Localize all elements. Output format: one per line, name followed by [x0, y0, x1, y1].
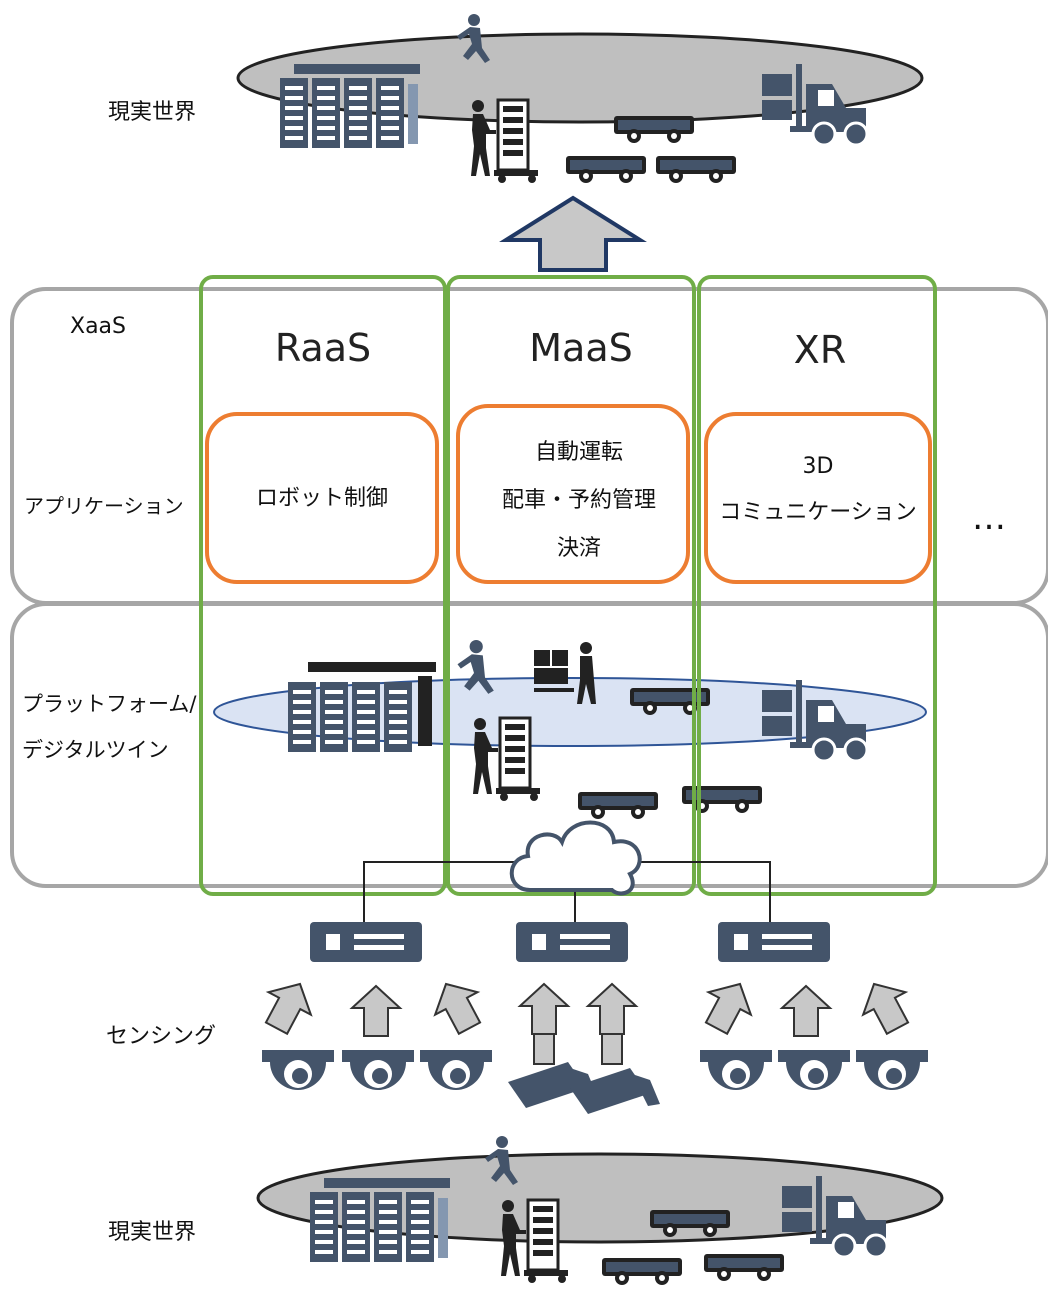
raas-column	[199, 275, 447, 896]
more-ellipsis: …	[972, 498, 1008, 538]
dome-camera-icon	[856, 1050, 928, 1090]
digital-twin-scene	[213, 640, 927, 819]
server-rack-icon	[288, 662, 436, 752]
cloud-icon	[509, 820, 642, 896]
app-robot-control: ロボット制御	[255, 486, 388, 511]
maas-app-box	[456, 404, 690, 584]
real-world-bottom-scene	[256, 1136, 944, 1285]
dome-camera-icon	[342, 1050, 414, 1090]
delivery-worker-icon	[534, 642, 596, 704]
dome-camera-icon	[700, 1050, 772, 1090]
platform-label-line2: デジタルツイン	[22, 738, 169, 762]
app-payment: 決済	[556, 536, 601, 561]
real-world-top-label: 現実世界	[108, 100, 197, 125]
application-label: アプリケーション	[24, 494, 184, 518]
agv-icon	[656, 156, 736, 183]
dome-camera-icon	[420, 1050, 492, 1090]
app-communication: コミュニケーション	[719, 500, 917, 525]
agv-icon	[566, 156, 646, 183]
raas-app-box	[205, 412, 439, 584]
upward-arrow-icon	[499, 195, 647, 272]
dome-camera-icon	[778, 1050, 850, 1090]
service-title-maas: MaaS	[529, 326, 633, 370]
service-title-raas: RaaS	[274, 326, 372, 370]
edge-server-icon	[516, 922, 628, 962]
app-3d: 3D	[802, 454, 834, 479]
real-world-top-scene	[236, 14, 924, 185]
agv-icon	[578, 792, 658, 819]
app-autonomous-driving: 自動運転	[534, 440, 623, 465]
server-rack-icon	[310, 1178, 450, 1262]
app-dispatch-reservation: 配車・予約管理	[501, 488, 656, 513]
service-title-xr: XR	[793, 328, 847, 372]
sensing-arrows	[254, 971, 920, 1065]
edge-server-icon	[718, 922, 830, 962]
platform-label-line1: プラットフォーム/	[22, 692, 197, 716]
agv-icon	[602, 1258, 682, 1285]
agv-icon	[614, 116, 694, 143]
xaas-label: XaaS	[70, 314, 126, 339]
sensing-label: センシング	[106, 1024, 217, 1049]
xr-column	[697, 275, 937, 896]
maas-column	[446, 275, 696, 896]
xr-app-box	[704, 412, 932, 584]
dome-camera-icon	[262, 1050, 334, 1090]
agv-icon	[704, 1254, 784, 1281]
server-rack-icon	[280, 64, 420, 148]
real-world-bottom-label: 現実世界	[108, 1220, 197, 1245]
edge-server-icon	[310, 922, 422, 962]
